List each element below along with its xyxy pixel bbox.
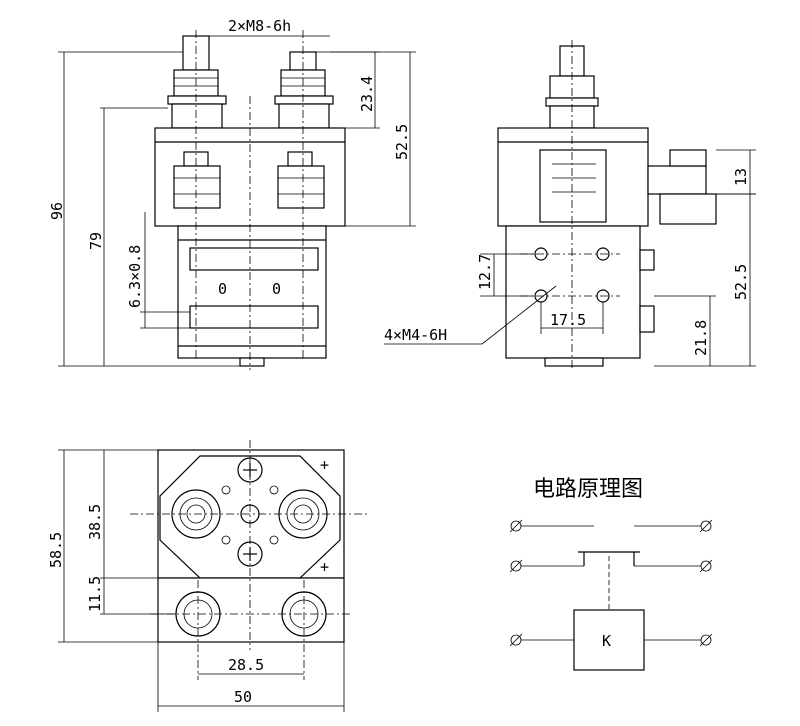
dim-depth: 58.5 [47,532,65,568]
plus-mark-1: + [320,456,329,474]
dim-hole-spacing-v: 12.7 [476,254,494,290]
top-view: + + 58.5 38.5 11.5 28.5 50 [47,440,370,712]
dim-width: 50 [234,688,252,706]
coil-mark-1: 0 [218,280,227,298]
dim-body-height: 52.5 [393,124,411,160]
dim-hole-callout: 4×M4-6H [384,326,447,344]
dim-overall-height: 96 [48,202,66,220]
coil-label: K [602,632,611,650]
dim-thread-callout: 2×M8-6h [228,17,291,35]
circuit-schematic: 电路原理图 K [509,477,713,671]
dim-side-height: 52.5 [732,264,750,300]
dim-aux-offset: 11.5 [86,576,104,612]
front-view: 0 0 2×M8-6h 23.4 52.5 96 79 6.3×0.8 [48,17,416,370]
schematic-title: 电路原理图 [533,477,643,502]
dim-base-offset: 21.8 [692,320,710,356]
dim-mount-height: 79 [87,232,105,250]
plus-mark-2: + [320,558,329,576]
dim-terminal-offset: 38.5 [86,504,104,540]
dim-top-terminal: 23.4 [358,76,376,112]
dim-side-terminal: 13 [732,168,750,186]
side-view: 13 12.7 17.5 4×M4-6H 21.8 52.5 [384,40,756,370]
dim-tab: 6.3×0.8 [126,245,144,308]
dim-hole-spacing-h: 17.5 [550,311,586,329]
coil-mark-2: 0 [272,280,281,298]
dim-aux-spacing: 28.5 [228,656,264,674]
